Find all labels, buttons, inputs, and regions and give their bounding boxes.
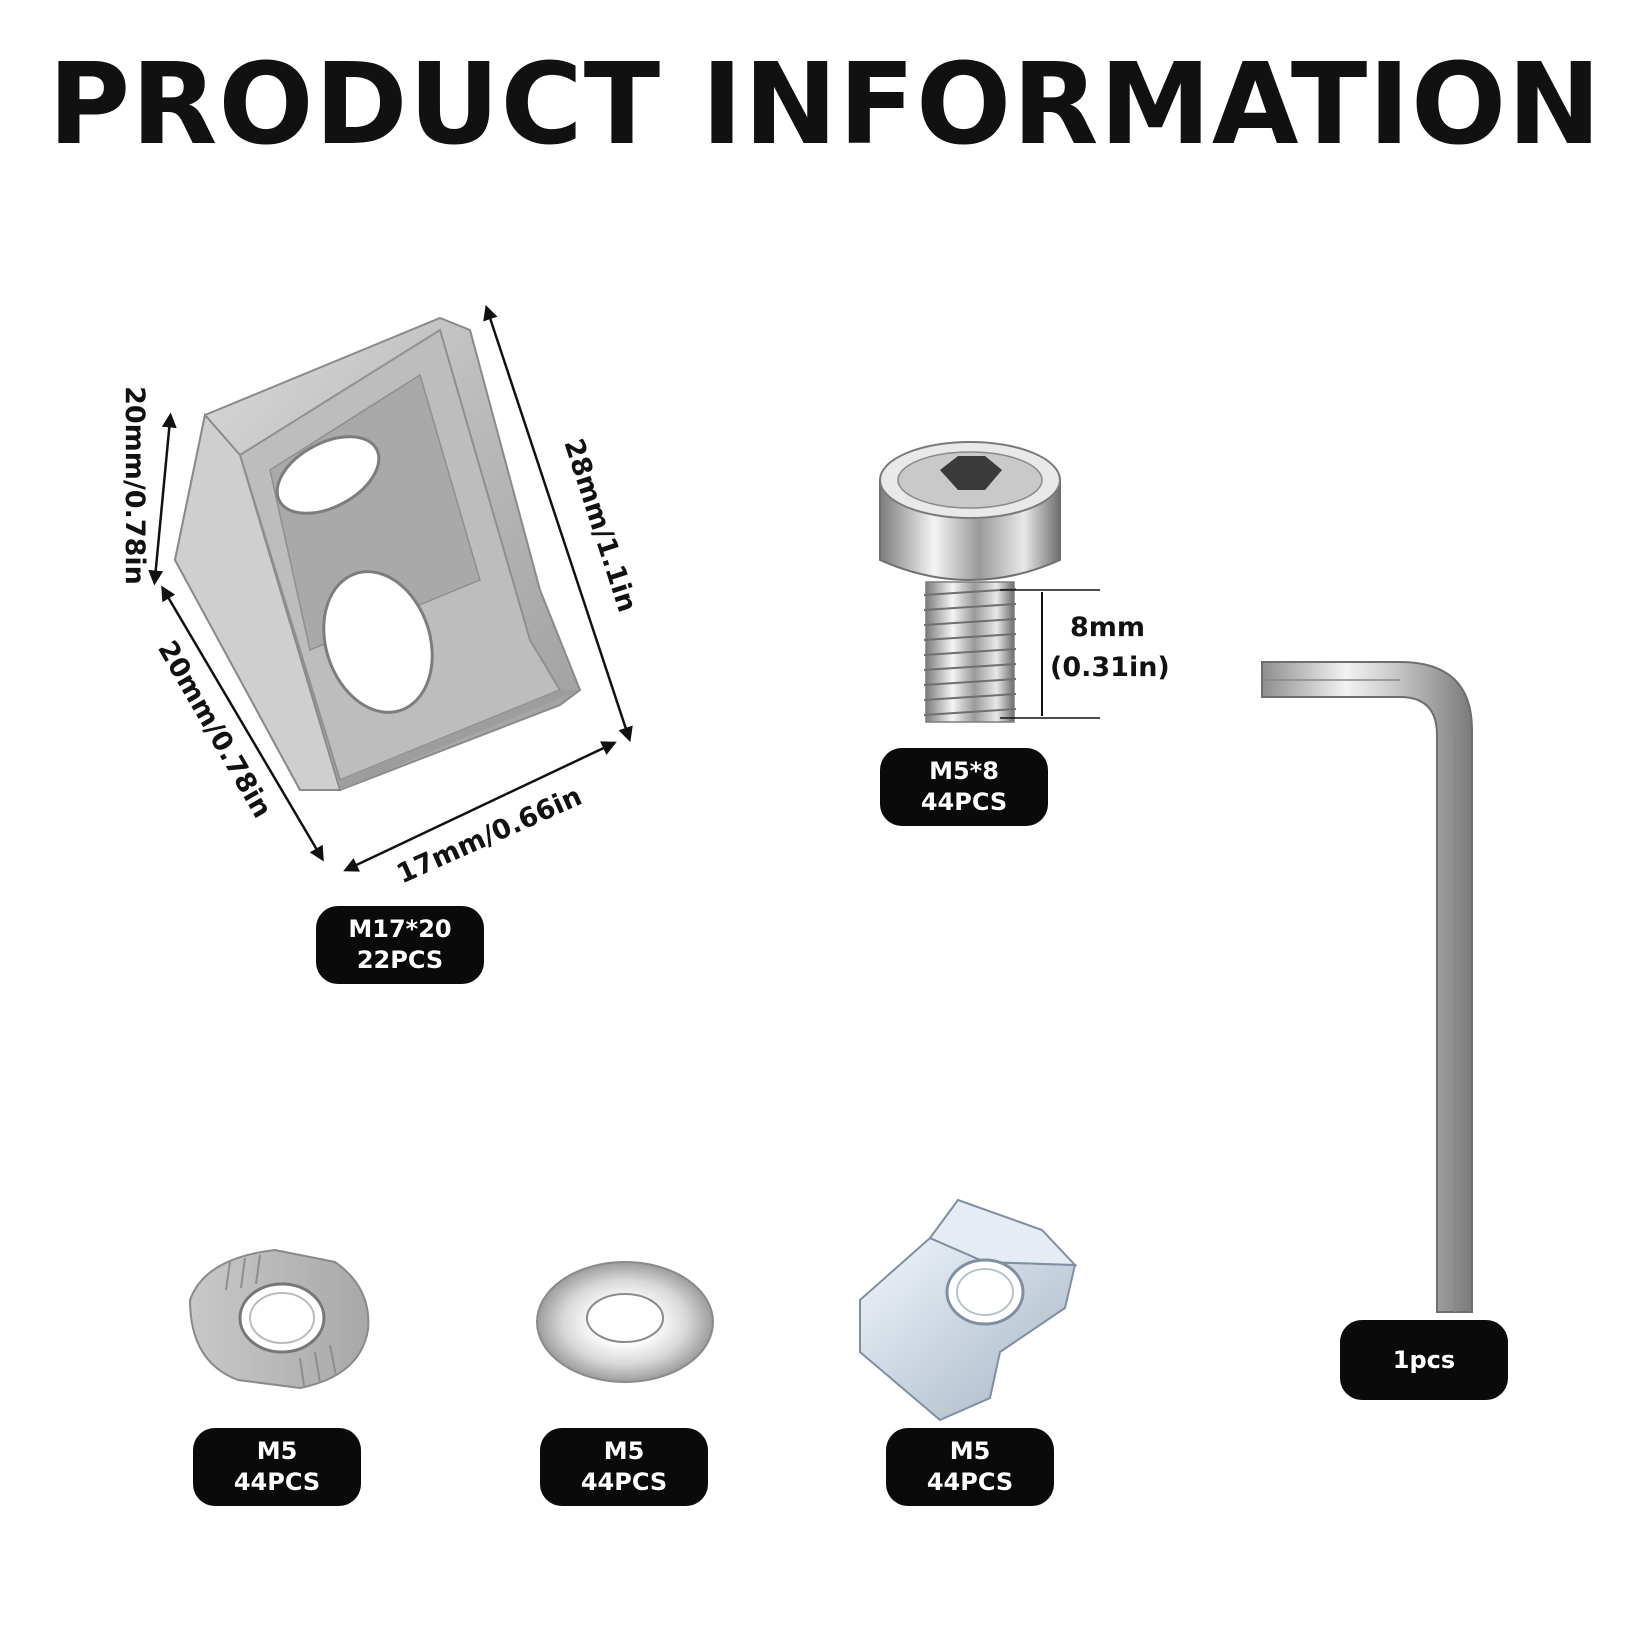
corner-bracket-image bbox=[173, 316, 582, 791]
bracket-side-arrow bbox=[161, 585, 324, 862]
hammer-nut-image bbox=[188, 1248, 370, 1390]
bracket-qty: 22PCS bbox=[356, 946, 444, 974]
screw-size: M5*8 bbox=[929, 757, 999, 785]
hex-key-label: 1pcs bbox=[1340, 1320, 1508, 1400]
slide-nut-qty: 44PCS bbox=[926, 1468, 1014, 1496]
slide-nut-size: M5 bbox=[949, 1437, 991, 1465]
bracket-width-arrow bbox=[343, 741, 617, 872]
washer-size: M5 bbox=[603, 1437, 645, 1465]
bracket-label: M17*20 22PCS bbox=[316, 906, 484, 984]
screw-length-in: (0.31in) bbox=[1050, 652, 1170, 683]
socket-screw-image bbox=[879, 441, 1061, 723]
washer-image bbox=[536, 1261, 714, 1383]
slide-nut-image bbox=[859, 1198, 1078, 1422]
bracket-length-arrow bbox=[483, 304, 633, 743]
screw-length-mm: 8mm bbox=[1070, 612, 1146, 643]
page-title: PRODUCT INFORMATION bbox=[48, 40, 1602, 170]
slide-nut-label: M5 44PCS bbox=[886, 1428, 1054, 1506]
hammer-nut-qty: 44PCS bbox=[233, 1468, 321, 1496]
bracket-height-label: 20mm/0.78in bbox=[118, 386, 150, 585]
screw-label: M5*8 44PCS bbox=[880, 748, 1048, 826]
hammer-nut-size: M5 bbox=[256, 1437, 298, 1465]
bracket-height-arrow bbox=[148, 412, 177, 586]
screw-qty: 44PCS bbox=[920, 788, 1008, 816]
hex-key-qty: 1pcs bbox=[1392, 1345, 1456, 1374]
hammer-nut-label: M5 44PCS bbox=[193, 1428, 361, 1506]
bracket-size: M17*20 bbox=[348, 915, 452, 943]
hex-key-image bbox=[1261, 661, 1473, 1313]
washer-qty: 44PCS bbox=[580, 1468, 668, 1496]
washer-label: M5 44PCS bbox=[540, 1428, 708, 1506]
